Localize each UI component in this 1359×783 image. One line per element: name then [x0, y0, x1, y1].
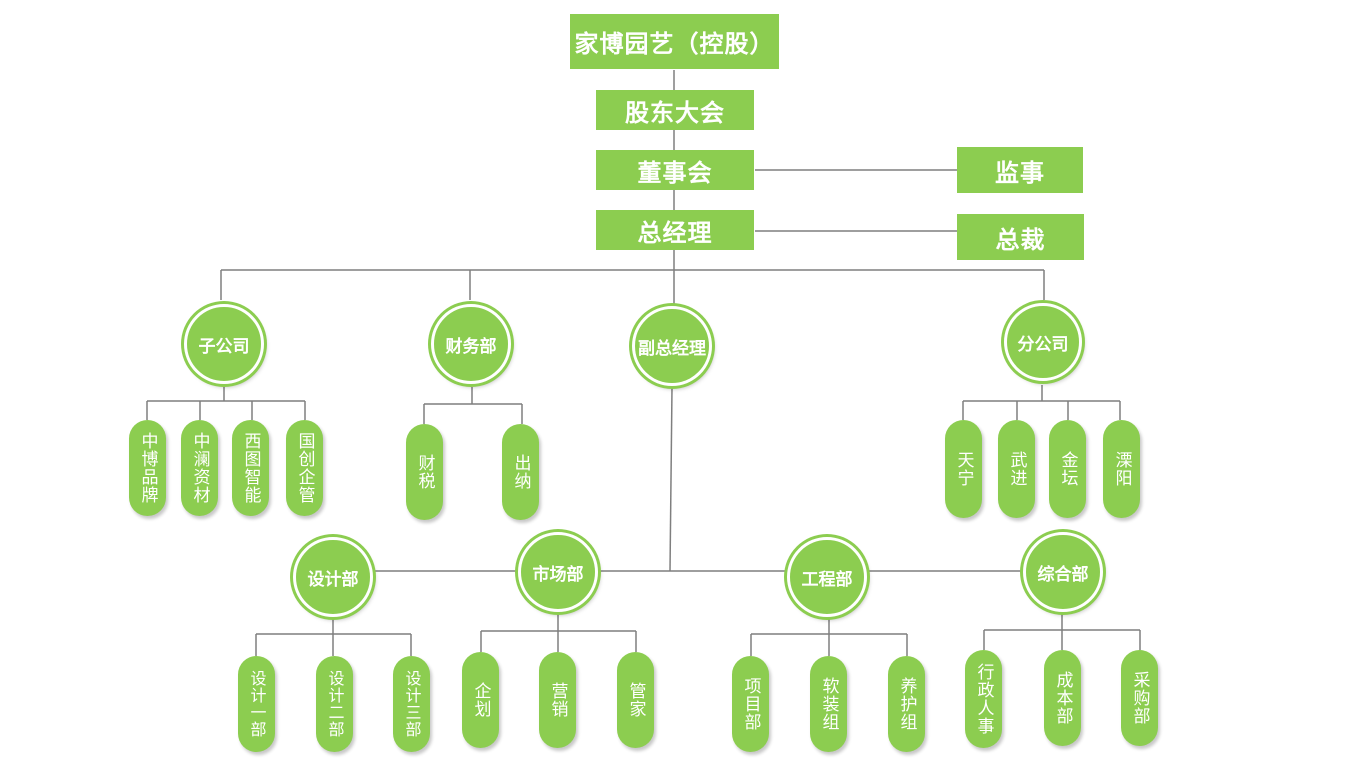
engineering-dept-node: 工程部: [787, 537, 867, 617]
deputy-gm-node: 副总经理: [632, 306, 712, 386]
branch-item: 武进: [998, 420, 1035, 518]
branch-item: 金坛: [1049, 420, 1086, 518]
engineering-item: 软装组: [810, 656, 847, 752]
finance-item: 财税: [406, 424, 443, 520]
design-item: 设计三部: [393, 656, 430, 752]
general-manager-box: 总经理: [596, 210, 754, 250]
branch-item: 天宁: [945, 420, 982, 518]
design-item: 设计一部: [238, 656, 275, 752]
design-dept-node: 设计部: [293, 537, 373, 617]
board-box: 董事会: [596, 150, 754, 190]
branch-node: 分公司: [1004, 303, 1082, 381]
subsidiary-node: 子公司: [184, 304, 264, 384]
subsidiary-item: 西图智能: [232, 420, 269, 516]
supervisor-box: 监事: [957, 147, 1083, 193]
market-item: 企划: [462, 652, 499, 748]
market-dept-node: 市场部: [518, 532, 598, 612]
design-item: 设计二部: [316, 656, 353, 752]
holding-company-box: 家博园艺（控股）: [570, 14, 779, 69]
market-item: 营销: [539, 652, 576, 748]
finance-node: 财务部: [431, 304, 511, 384]
finance-item: 出纳: [502, 424, 539, 520]
subsidiary-item: 中博品牌: [129, 420, 166, 516]
engineering-item: 养护组: [888, 656, 925, 752]
branch-item: 溧阳: [1103, 420, 1140, 518]
engineering-item: 项目部: [732, 656, 769, 752]
general-item: 成本部: [1044, 650, 1081, 746]
general-item: 行政人事: [965, 650, 1002, 748]
shareholders-meeting-box: 股东大会: [596, 90, 754, 130]
president-box: 总裁: [957, 214, 1084, 260]
general-item: 采购部: [1121, 650, 1158, 746]
market-item: 管家: [617, 652, 654, 748]
general-dept-node: 综合部: [1023, 532, 1103, 612]
subsidiary-item: 国创企管: [286, 420, 323, 516]
subsidiary-item: 中澜资材: [181, 420, 218, 516]
